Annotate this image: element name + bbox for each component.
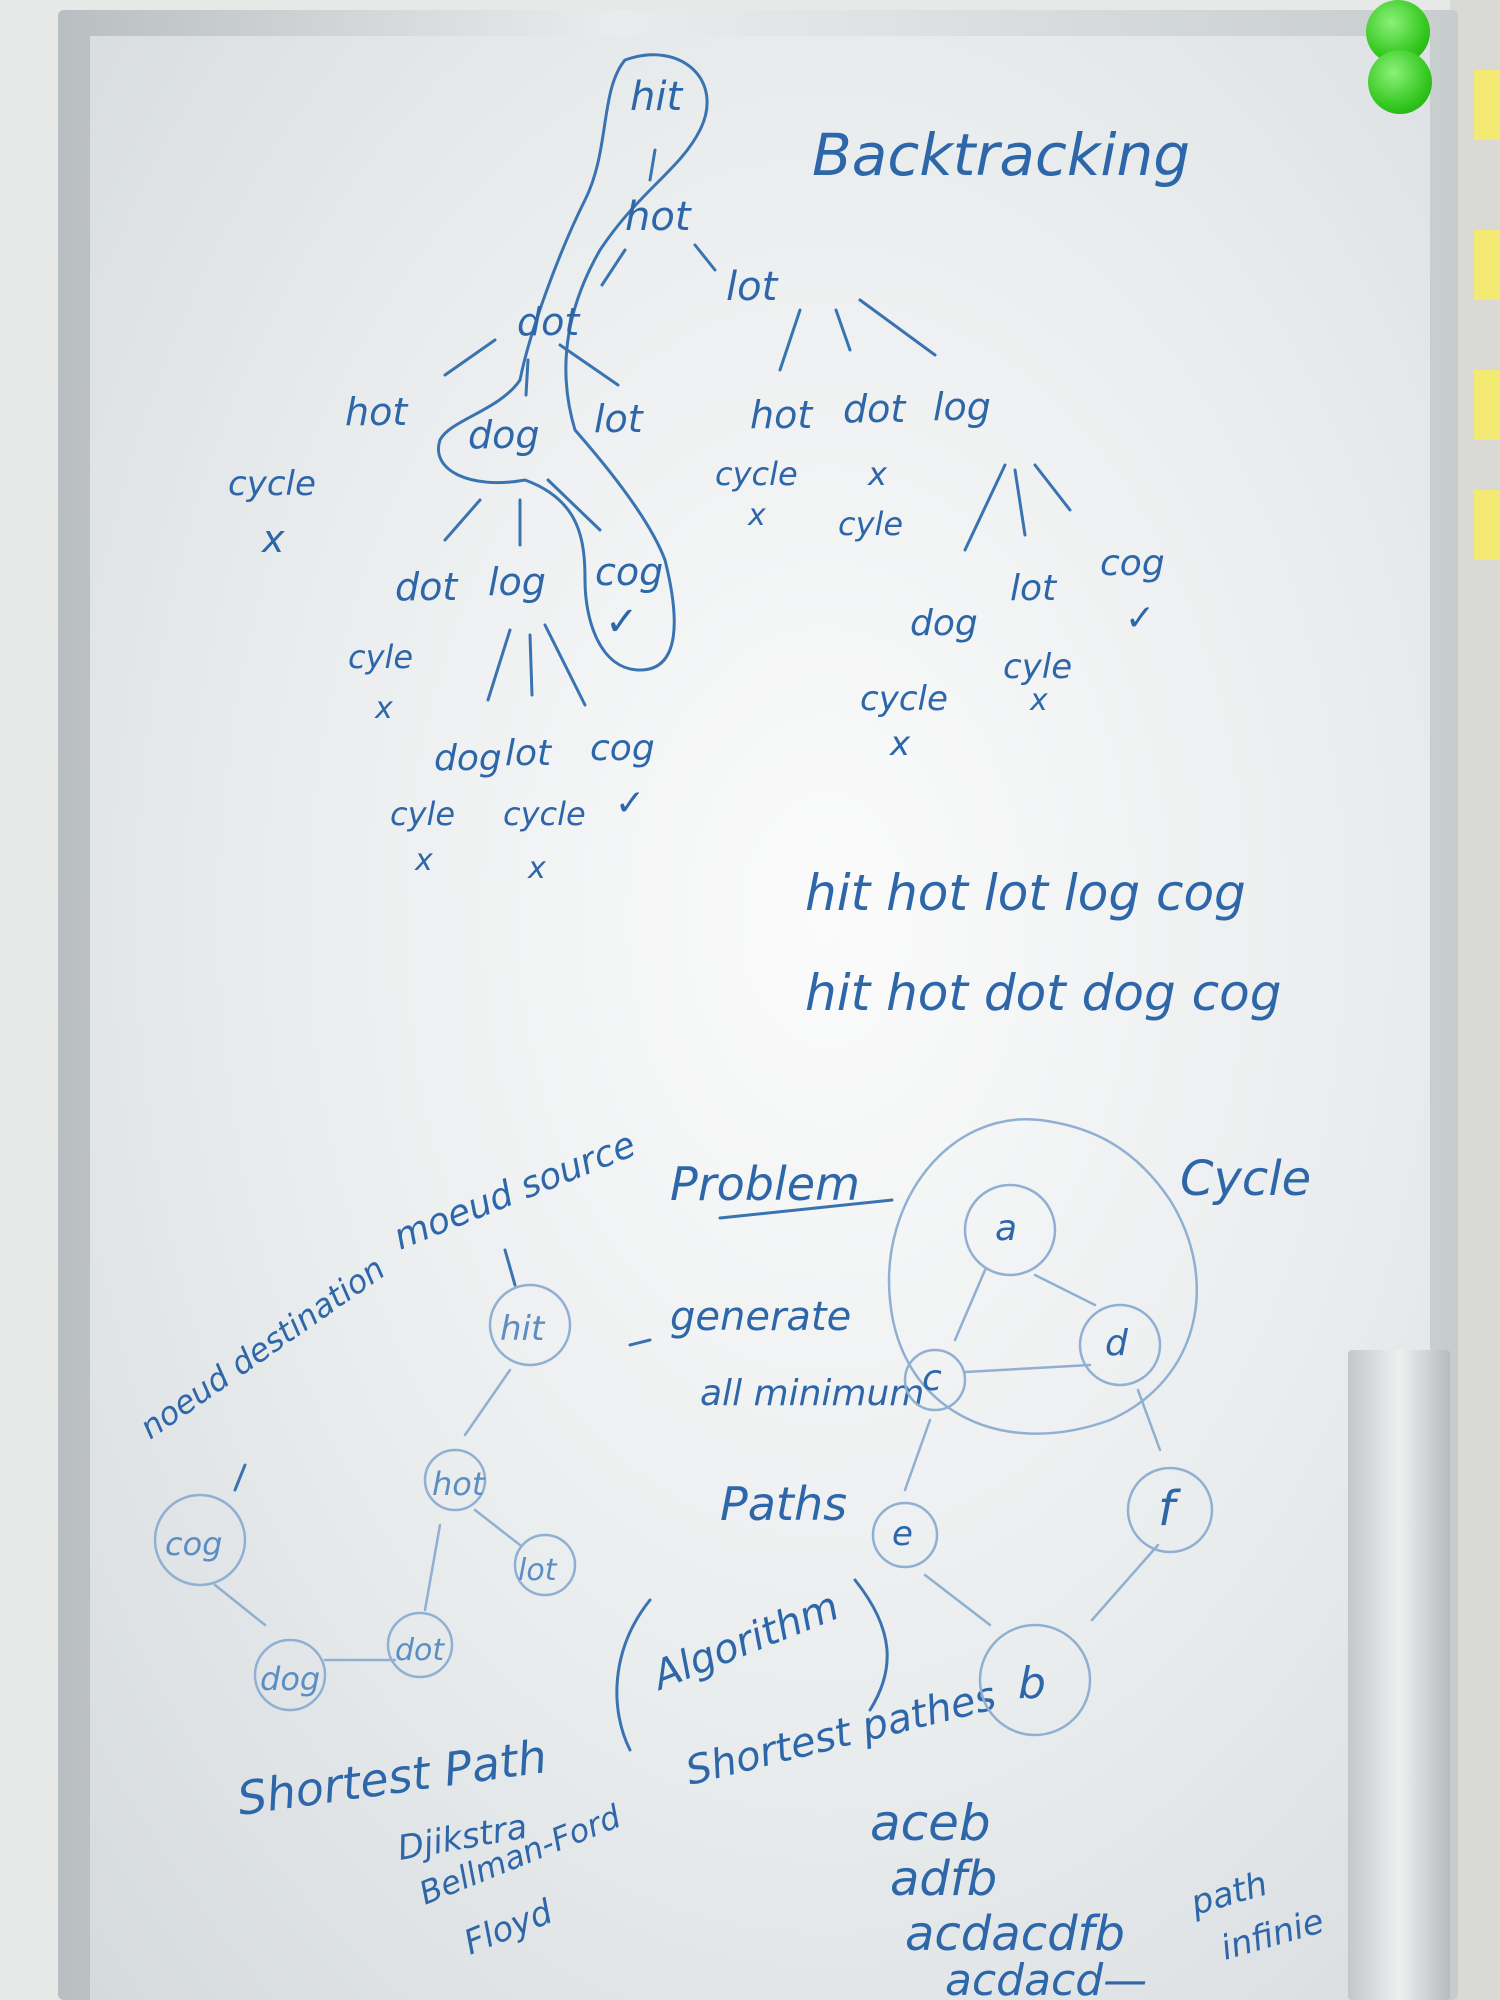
cycle-node: f	[1158, 1481, 1181, 1537]
fail-mark: x	[414, 843, 433, 878]
fail-mark: x	[1029, 683, 1048, 718]
problem-line: Paths	[720, 1477, 847, 1531]
tree-node: hot	[750, 393, 814, 437]
problem-line: all minimum	[700, 1373, 924, 1414]
tree-node: cog	[590, 728, 655, 769]
sticky-note	[1474, 70, 1500, 140]
tree-node: cog	[1100, 543, 1165, 584]
tree-edges	[443, 148, 1072, 707]
tree-node: lot	[726, 264, 779, 310]
word-graph	[153, 1283, 577, 1712]
sticky-note	[1474, 370, 1500, 440]
cycle-mark: cyle	[838, 505, 903, 543]
marker-tray	[1348, 1350, 1450, 2000]
tree-node: dot	[395, 565, 459, 609]
tree-node: lot	[1010, 568, 1058, 609]
cycle-label: Cycle	[1180, 1151, 1311, 1207]
ok-mark: ✓	[1125, 598, 1155, 639]
fail-mark: x	[867, 455, 888, 493]
fail-mark: x	[747, 498, 766, 533]
ok-mark: ✓	[615, 783, 645, 824]
cycle-path: aceb	[870, 1794, 991, 1852]
tree-node: lot	[505, 733, 553, 774]
problem-heading: Problem	[670, 1157, 860, 1211]
tree-node: lot	[594, 397, 645, 441]
cycle-node: d	[1105, 1323, 1129, 1364]
whiteboard-surface	[90, 36, 1430, 2000]
fail-mark: x	[527, 851, 546, 886]
algorithm-item: Floyd	[458, 1892, 558, 1964]
sticky-note	[1474, 230, 1500, 300]
cycle-node: b	[1018, 1658, 1046, 1709]
cycle-node: c	[922, 1358, 942, 1399]
cycle-mark: cycle	[228, 464, 316, 504]
cycle-mark: cycle	[715, 455, 798, 493]
graph-node: dot	[395, 1633, 445, 1668]
fail-mark: x	[889, 724, 911, 764]
wall	[1450, 0, 1500, 2000]
tree-node: dog	[468, 413, 540, 457]
cycle-note: path	[1185, 1864, 1271, 1924]
magnet-icon	[1368, 50, 1432, 114]
graph-node: hot	[432, 1465, 486, 1503]
algo-line: Shortest pathes	[681, 1673, 1000, 1794]
cycle-mark: cycle	[503, 795, 586, 833]
tree-node: dot	[843, 387, 907, 431]
cycle-path: acdacdfb	[905, 1906, 1125, 1962]
fail-mark: x	[374, 691, 393, 726]
path-line: hit hot lot log cog	[805, 864, 1246, 922]
cycle-path: adfb	[890, 1851, 997, 1907]
tree-node: dot	[517, 300, 581, 344]
graph-node: hit	[500, 1309, 546, 1349]
cycle-node: e	[892, 1514, 913, 1554]
tree-node: hot	[345, 390, 409, 434]
graph-node: dog	[260, 1660, 320, 1698]
tree-node: log	[488, 560, 546, 604]
cycle-mark: cyle	[390, 795, 455, 833]
path-line: hit hot dot dog cog	[805, 964, 1281, 1022]
destination-label: noeud destination	[133, 1249, 392, 1446]
tree-node: log	[933, 385, 991, 429]
problem-line: generate	[670, 1294, 851, 1340]
cycle-graph	[871, 1117, 1214, 1737]
paren-right	[853, 1578, 889, 1712]
algo-line: Algorithm	[644, 1583, 846, 1700]
cycle-mark: cycle	[860, 679, 948, 719]
paren-left	[615, 1598, 652, 1752]
path-outline	[437, 53, 709, 672]
tree-node: hot	[625, 194, 692, 240]
tree-node: cog	[595, 550, 663, 594]
tree-node: hit	[630, 74, 683, 120]
fail-mark: x	[261, 517, 285, 561]
graph-node: cog	[165, 1525, 222, 1563]
cycle-mark: cyle	[348, 638, 413, 676]
cycle-path: acdacd—	[945, 1955, 1147, 2000]
graph-node: lot	[518, 1553, 558, 1588]
title: Backtracking	[812, 121, 1190, 189]
sticky-note	[1474, 490, 1500, 560]
source-label: moeud source	[388, 1124, 641, 1258]
ok-mark: ✓	[605, 599, 639, 645]
tree-node: dog	[910, 603, 978, 644]
tree-node: dog	[434, 738, 502, 779]
cycle-mark: cyle	[1003, 647, 1072, 687]
cycle-node: a	[995, 1208, 1017, 1249]
